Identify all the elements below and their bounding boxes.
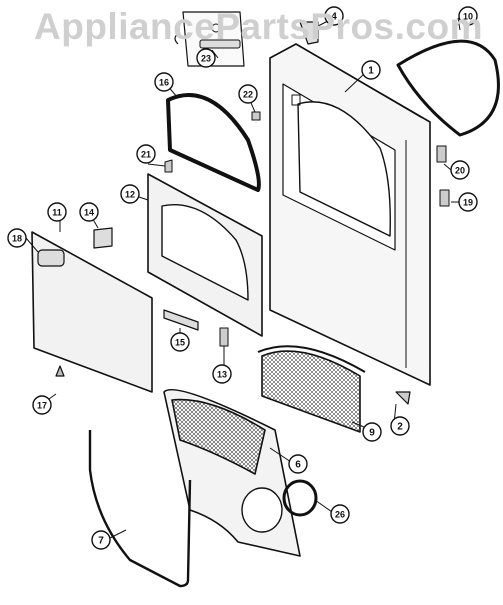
callout-number: 2 [397, 422, 403, 433]
part-1-outer-door [269, 43, 431, 386]
callout-circle [362, 422, 382, 442]
part-17-foot [55, 365, 65, 377]
callout-circle [136, 144, 156, 164]
callout-circle [324, 6, 344, 26]
callout-9: 9 [362, 422, 382, 442]
part-11-access-panel [31, 231, 153, 393]
callout-circle [79, 202, 99, 222]
callout-circle [196, 48, 216, 68]
part-14-pad [93, 227, 113, 249]
part-26-duct-seal [282, 479, 318, 517]
part-2-clip [395, 391, 411, 405]
callout-10: 10 [458, 6, 478, 26]
part-4-bracket [299, 21, 319, 45]
callout-number: 7 [98, 536, 104, 547]
callout-number: 22 [243, 90, 253, 100]
callout-circle [7, 228, 27, 248]
callout-circle [288, 454, 308, 474]
part-21-clip [164, 159, 173, 173]
callout-21: 21 [136, 144, 156, 164]
callout-14: 14 [79, 202, 99, 222]
part-13-latch [219, 327, 229, 347]
callout-13: 13 [212, 364, 232, 384]
callout-26: 26 [330, 504, 350, 524]
callout-circle [170, 332, 190, 352]
callout-number: 9 [369, 428, 375, 439]
callout-number: 15 [175, 338, 185, 348]
callout-number: 13 [217, 370, 227, 380]
callout-circle [450, 160, 470, 180]
part-12-inner-frame [147, 173, 263, 337]
callout-16: 16 [154, 72, 174, 92]
part-22-clip [251, 111, 261, 121]
part-20-hinge [436, 145, 447, 163]
callout-number: 19 [463, 198, 473, 208]
callout-17: 17 [32, 395, 52, 415]
part-15-strip [163, 309, 199, 331]
callout-circle [154, 72, 174, 92]
callout-1: 1 [361, 60, 381, 80]
callout-circle [212, 364, 232, 384]
part-10-door-seal [396, 39, 500, 137]
callout-number: 10 [463, 12, 473, 22]
callout-number: 12 [125, 190, 135, 200]
callout-number: 21 [141, 150, 151, 160]
callout-11: 11 [47, 202, 67, 222]
callout-7: 7 [91, 530, 111, 550]
callout-number: 4 [331, 12, 337, 23]
callout-19: 19 [458, 192, 478, 212]
callout-number: 17 [37, 401, 47, 411]
callout-circle [361, 60, 381, 80]
callout-circle [238, 84, 258, 104]
part-19-hinge [439, 189, 450, 207]
part-16-inner-gasket [166, 93, 261, 192]
callout-circle [458, 192, 478, 212]
callout-23: 23 [196, 48, 216, 68]
callout-number: 18 [12, 234, 22, 244]
callout-22: 22 [238, 84, 258, 104]
callout-4: 4 [324, 6, 344, 26]
callout-circle [47, 202, 67, 222]
callout-20: 20 [450, 160, 470, 180]
callout-circle [91, 530, 111, 550]
callout-number: 16 [159, 78, 169, 88]
callout-circle [390, 416, 410, 436]
part-6-lower-duct [163, 388, 301, 557]
callout-18: 18 [7, 228, 27, 248]
callout-number: 14 [84, 208, 94, 218]
part-9-lint-screen [257, 345, 366, 433]
callout-circle [458, 6, 478, 26]
callout-number: 6 [295, 460, 301, 471]
callout-15: 15 [170, 332, 190, 352]
callout-2: 2 [390, 416, 410, 436]
callout-12: 12 [120, 184, 140, 204]
callout-number: 1 [368, 66, 374, 77]
callout-circle [32, 395, 52, 415]
part-7-wire-harness [88, 430, 192, 588]
callout-circle [330, 504, 350, 524]
callout-6: 6 [288, 454, 308, 474]
callout-number: 23 [201, 54, 211, 64]
callout-number: 26 [335, 510, 345, 520]
callout-circle [120, 184, 140, 204]
callout-number: 20 [455, 166, 465, 176]
callout-number: 11 [52, 208, 62, 218]
